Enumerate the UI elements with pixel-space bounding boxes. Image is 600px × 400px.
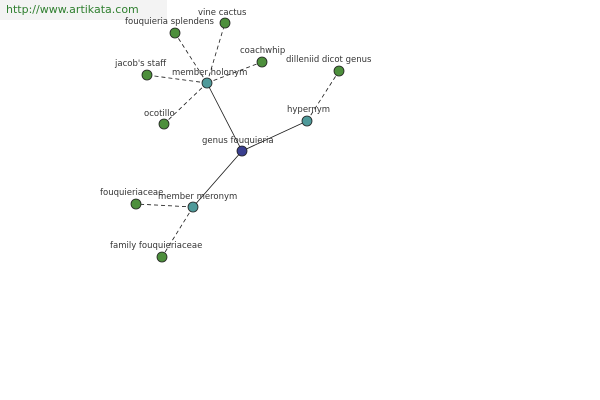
edge-member_meronym-to-fouquieriaceae xyxy=(135,203,194,208)
node-member-holonym[interactable] xyxy=(201,77,213,89)
nodes-layer xyxy=(130,17,345,263)
node-label-vine-cactus[interactable]: vine cactus xyxy=(198,8,247,18)
node-label-family-fouquieriaceae[interactable]: family fouquieriaceae xyxy=(110,241,202,251)
edge-root-to-member_meronym xyxy=(192,150,243,208)
node-label-ocotillo[interactable]: ocotillo xyxy=(144,109,175,119)
node-label-fouquieriaceae[interactable]: fouquieriaceae xyxy=(100,188,163,198)
node-label-root[interactable]: genus fouquieria xyxy=(202,136,274,146)
edges-layer xyxy=(135,22,340,258)
node-label-jacobs-staff[interactable]: jacob's staff xyxy=(114,59,167,69)
labels-layer: genus fouquieria hypernym member holonym me… xyxy=(100,8,372,251)
node-label-dilleniid[interactable]: dilleniid dicot genus xyxy=(286,55,372,65)
node-root[interactable] xyxy=(236,145,248,157)
edge-member_holonym-to-jacobs_staff xyxy=(146,74,208,84)
node-label-fouquieria-splendens[interactable]: fouquieria splendens xyxy=(125,17,215,27)
node-coachwhip[interactable] xyxy=(256,56,268,68)
node-family-fouquieriaceae[interactable] xyxy=(156,251,168,263)
node-jacobs-staff[interactable] xyxy=(141,69,153,81)
edge-hypernym-to-dilleniid xyxy=(306,70,340,122)
node-hypernym[interactable] xyxy=(301,115,313,127)
edge-root-to-member_holonym xyxy=(206,82,243,152)
edge-member_holonym-to-vine_cactus xyxy=(206,22,226,84)
edge-root-to-hypernym xyxy=(241,120,308,152)
node-label-coachwhip[interactable]: coachwhip xyxy=(240,46,285,56)
edge-member_meronym-to-family_fouquieriaceae xyxy=(161,206,194,258)
node-fouquieria-splendens[interactable] xyxy=(169,27,181,39)
node-fouquieriaceae[interactable] xyxy=(130,198,142,210)
edge-member_holonym-to-ocotillo xyxy=(163,82,208,125)
site-watermark[interactable]: http://www.artikata.com xyxy=(0,0,167,20)
edge-member_holonym-to-coachwhip xyxy=(206,61,263,84)
node-label-member-meronym[interactable]: member meronym xyxy=(158,192,237,202)
node-ocotillo[interactable] xyxy=(158,118,170,130)
node-label-member-holonym[interactable]: member holonym xyxy=(172,68,247,78)
edge-member_holonym-to-fouquieria_splendens xyxy=(174,32,208,84)
node-vine-cactus[interactable] xyxy=(219,17,231,29)
node-label-hypernym[interactable]: hypernym xyxy=(287,105,330,115)
node-dilleniid[interactable] xyxy=(333,65,345,77)
node-member-meronym[interactable] xyxy=(187,201,199,213)
